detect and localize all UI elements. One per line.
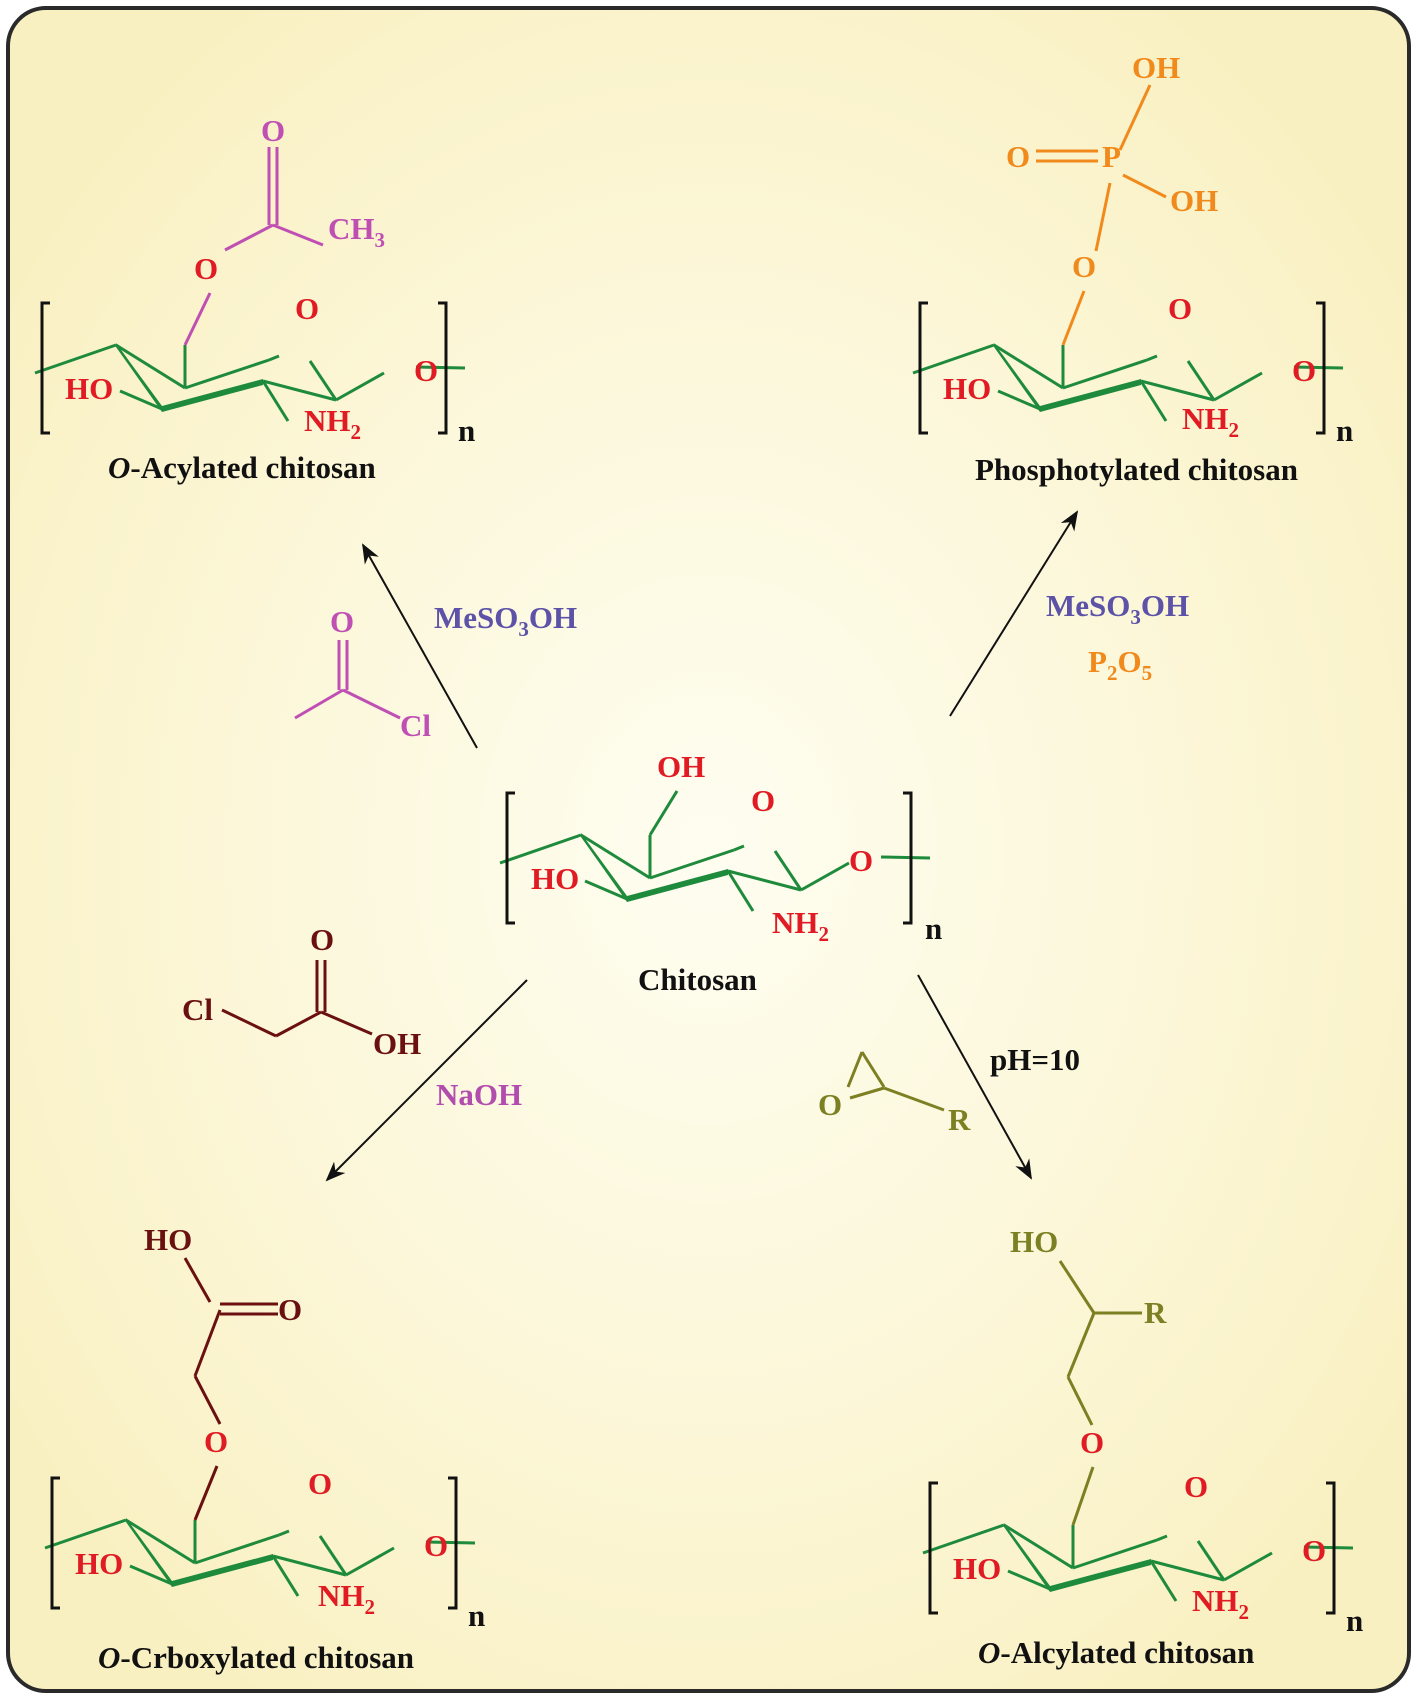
epoxide-o-label: O [818, 1087, 842, 1122]
phos-n-subscript: n [1336, 413, 1353, 448]
chitosan-nh2-label: NH2 [772, 905, 829, 946]
acyl-acid-reagent: MeSO3OH [434, 600, 577, 641]
carboxy-o-double-label: O [278, 1292, 302, 1327]
arrow-to-crboxylated [325, 979, 528, 1182]
arrow-to-acylated [362, 543, 478, 749]
acylated-n-subscript: n [458, 413, 475, 448]
o-acylated-name: O-Acylated chitosan [108, 450, 376, 485]
alkyl-ho-label: HO [1010, 1224, 1058, 1259]
carboxy-ho-ring-label: HO [75, 1546, 123, 1581]
acetyl-cl-label: Cl [400, 708, 431, 743]
epoxide-r-label: R [948, 1102, 971, 1137]
acylated-nh2-label: NH2 [304, 403, 361, 444]
alkyl-link-o-label: O [1302, 1533, 1326, 1568]
phos-nh2-label: NH2 [1182, 401, 1239, 442]
phos-o-link-label: O [1072, 249, 1096, 284]
chitosan-structure: OH O O HO NH2 n [498, 749, 942, 946]
acylated-ring-o-label: O [295, 291, 319, 326]
o-acylated-structure: O O CH3 O O HO NH2 n [33, 113, 475, 448]
carboxy-ho-label: HO [144, 1222, 192, 1257]
phos-link-o-label: O [1292, 353, 1316, 388]
chloroacetic-oh-label: OH [373, 1026, 421, 1061]
panel-background [6, 6, 1411, 1693]
phos-oh2-label: OH [1170, 183, 1218, 218]
p2o5-reagent: P2O5 [1088, 644, 1152, 685]
carboxy-o-link-label: O [204, 1424, 228, 1459]
alkyl-o-link-label: O [1080, 1425, 1104, 1460]
carboxy-link-o-label: O [424, 1528, 448, 1563]
chitosan-ring-o-label: O [751, 783, 775, 818]
acetyl-chloride-reagent: O Cl [294, 604, 431, 743]
phos-ho-label: HO [943, 371, 991, 406]
phosphotylated-name: Phosphotylated chitosan [975, 452, 1298, 487]
phos-oh1-label: OH [1132, 50, 1180, 85]
o-crboxylated-name: O-Crboxylated chitosan [98, 1640, 414, 1675]
phosphotylated-structure: OH P O OH O O O HO NH2 n [911, 50, 1353, 448]
acyl-ch3-label: CH3 [328, 211, 385, 252]
acetyl-o-label: O [330, 604, 354, 639]
alkyl-r-label: R [1144, 1295, 1167, 1330]
chitosan-name: Chitosan [638, 962, 757, 997]
chloroacetic-o-label: O [310, 922, 334, 957]
carboxy-nh2-label: NH2 [318, 1578, 375, 1619]
chitosan-ho-label: HO [531, 861, 579, 896]
chloroacetic-cl-label: Cl [182, 992, 213, 1027]
o-alcylated-name: O-Alcylated chitosan [978, 1635, 1254, 1670]
phos-o-double-label: O [1006, 139, 1030, 174]
phos-p-label: P [1102, 139, 1121, 174]
arrow-to-alcylated [917, 974, 1032, 1180]
carboxy-n-subscript: n [468, 1598, 485, 1633]
acyl-ester-o-label: O [194, 251, 218, 286]
chitosan-oh-label: OH [657, 749, 705, 784]
alkyl-n-subscript: n [1346, 1603, 1363, 1638]
acylated-ho-label: HO [65, 371, 113, 406]
alkyl-nh2-label: NH2 [1192, 1583, 1249, 1624]
naoh-reagent: NaOH [436, 1077, 522, 1112]
phos-acid-reagent: MeSO3OH [1046, 588, 1189, 629]
chitosan-link-o-label: O [849, 843, 873, 878]
acylated-link-o-label: O [414, 353, 438, 388]
epoxide-reagent: O R [818, 1051, 971, 1137]
ph-condition: pH=10 [990, 1042, 1080, 1077]
carboxy-ring-o-label: O [308, 1466, 332, 1501]
phos-ring-o-label: O [1168, 291, 1192, 326]
o-crboxylated-structure: HO O O O O HO NH2 n [43, 1222, 485, 1633]
arrow-to-phosphotylated [949, 510, 1079, 717]
o-alcylated-structure: HO R O O O HO NH2 n [921, 1224, 1363, 1638]
chitosan-n-subscript: n [925, 911, 942, 946]
alkyl-ho-ring-label: HO [953, 1551, 1001, 1586]
chloroacetic-acid-reagent: Cl O OH [182, 922, 421, 1061]
alkyl-ring-o-label: O [1184, 1469, 1208, 1504]
acyl-carbonyl-o-label: O [261, 113, 285, 148]
